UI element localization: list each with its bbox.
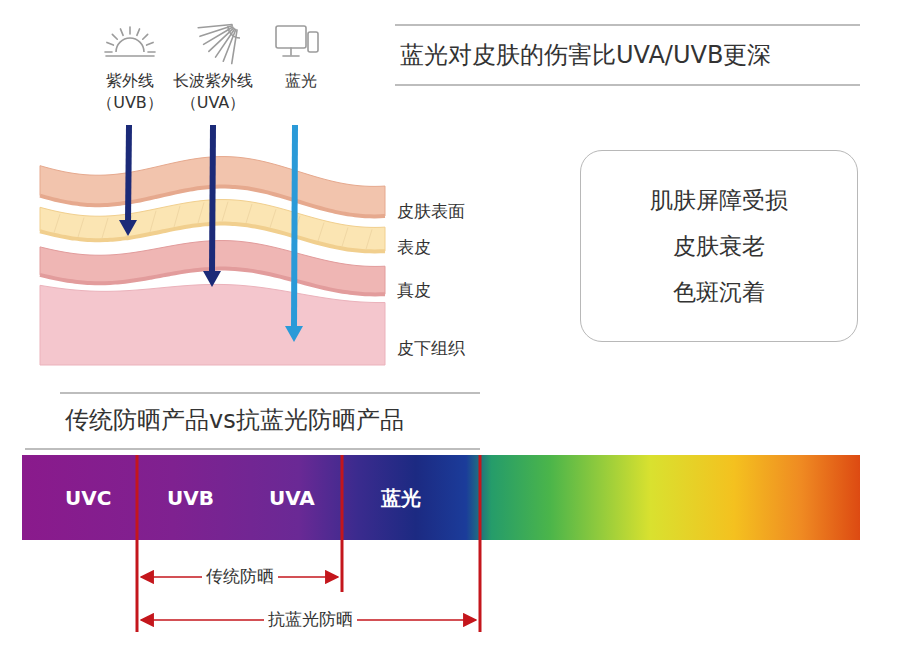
range-label: 抗蓝光防晒 bbox=[264, 608, 357, 632]
effect-text: 肌肤屏障受损 bbox=[650, 184, 788, 216]
phone-icon bbox=[308, 32, 318, 52]
epidermis-texture bbox=[54, 214, 60, 233]
spectrum-bar bbox=[22, 455, 860, 540]
epidermis-texture bbox=[270, 209, 276, 227]
light-icons bbox=[105, 25, 318, 64]
epidermis-texture bbox=[246, 204, 252, 223]
light-label: 蓝光 bbox=[285, 70, 317, 92]
screen-icon bbox=[283, 55, 299, 57]
effect-text: 色斑沉着 bbox=[673, 276, 765, 308]
screen-icon bbox=[276, 26, 306, 48]
range-divider bbox=[136, 455, 139, 632]
spectrum-label: UVB bbox=[167, 484, 214, 512]
sun-icon bbox=[105, 51, 112, 53]
layer-label: 皮肤表面 bbox=[397, 200, 465, 224]
layer-label: 表皮 bbox=[397, 236, 431, 260]
sun-icon bbox=[147, 42, 153, 45]
uva-icon bbox=[223, 30, 236, 62]
heading-rule bbox=[25, 448, 480, 450]
section-heading: 传统防晒产品vs抗蓝光防晒产品 bbox=[65, 404, 404, 438]
sun-icon bbox=[116, 38, 144, 52]
epidermis-texture bbox=[222, 202, 228, 222]
epidermis-texture bbox=[198, 202, 204, 223]
epidermis-texture bbox=[366, 229, 372, 249]
sun-icon bbox=[107, 42, 113, 45]
uva-arrow-head bbox=[203, 271, 221, 287]
screen-icon bbox=[290, 48, 292, 55]
subcutaneous-layer bbox=[40, 284, 385, 365]
bluelight-arrow-head bbox=[285, 326, 303, 342]
heading-rule bbox=[395, 24, 860, 26]
epidermis-texture bbox=[78, 218, 84, 237]
sun-icon bbox=[120, 29, 123, 35]
heading-rule bbox=[395, 84, 860, 86]
uva-icon bbox=[228, 26, 240, 38]
uva-arrow bbox=[212, 125, 213, 273]
effects-box: 肌肤屏障受损皮肤衰老色斑沉着 bbox=[580, 150, 858, 342]
bluelight-arrow bbox=[294, 125, 295, 328]
epidermis-texture bbox=[102, 218, 108, 238]
effect-text: 皮肤衰老 bbox=[673, 230, 765, 262]
uvb-arrow-head bbox=[119, 220, 137, 236]
epidermis-texture bbox=[150, 211, 156, 232]
uvb-arrow bbox=[128, 125, 129, 222]
layer-label: 皮下组织 bbox=[397, 337, 465, 361]
light-label: 长波紫外线 （UVA） bbox=[165, 70, 261, 115]
layer-label: 真皮 bbox=[397, 279, 431, 303]
sun-icon bbox=[143, 34, 148, 39]
range-label: 传统防晒 bbox=[202, 565, 278, 589]
spectrum-label: UVA bbox=[269, 484, 315, 512]
heading-rule bbox=[60, 392, 480, 394]
sun-icon bbox=[106, 55, 154, 57]
penetration-arrows bbox=[119, 125, 303, 342]
sun-icon bbox=[148, 51, 155, 53]
range-divider bbox=[341, 455, 344, 592]
sun-icon bbox=[112, 34, 117, 39]
sun-icon bbox=[137, 29, 140, 35]
light-label: 紫外线 （UVB） bbox=[90, 70, 170, 115]
sun-icon bbox=[129, 27, 131, 34]
heading: 蓝光对皮肤的伤害比UVA/UVB更深 bbox=[400, 38, 771, 72]
epidermis-texture bbox=[174, 206, 180, 227]
dermis-layer-edge bbox=[40, 269, 385, 295]
spectrum-label: UVC bbox=[65, 484, 111, 512]
spectrum-label: 蓝光 bbox=[381, 484, 421, 512]
epidermis-texture bbox=[318, 223, 324, 241]
uva-icon bbox=[198, 25, 232, 28]
range-divider bbox=[479, 455, 482, 632]
epidermis-texture bbox=[342, 227, 348, 246]
